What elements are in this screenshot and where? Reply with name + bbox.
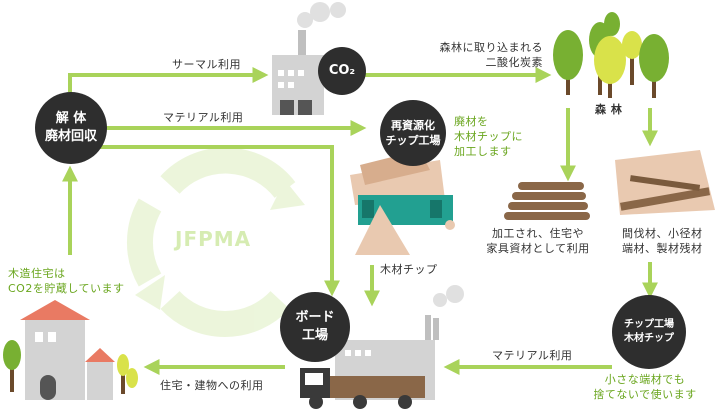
small-scraps-label: 小さな端材でも 捨てないで使います (593, 373, 697, 401)
demolition-label: 解 体 廃材回収 (44, 111, 97, 144)
forest-trees-icon (553, 12, 669, 98)
arrow-to-board (100, 145, 340, 297)
chip-plant-node: チップ工場 木材チップ (612, 295, 686, 369)
housing-use-label: 住宅・建物への利用 (160, 379, 264, 392)
timber-stack-icon (504, 182, 590, 220)
recycle-plant-label: 再資源化 チップ工場 (385, 119, 441, 147)
forest-label: 森 林 (595, 103, 623, 116)
arrow-thermal (68, 67, 269, 92)
thinned-timber-label: 間伐材、小径材 端材、製材残材 (622, 227, 703, 255)
board-plant-node: ボード 工場 (280, 292, 350, 362)
recycle-logo-icon (127, 147, 305, 337)
thermal-use-label: サーマル利用 (172, 58, 241, 71)
thermal-factory-icon (272, 2, 346, 115)
truck-icon (300, 368, 425, 409)
recycle-note-label: 廃材を 木材チップに 加工します (454, 115, 523, 158)
demolition-node: 解 体 廃材回収 (35, 92, 107, 164)
co2-node: CO₂ (318, 47, 366, 95)
processed-timber-label: 加工され、住宅や 家具資材として利用 (486, 227, 590, 255)
chip-plant-label: チップ工場 木材チップ (624, 319, 674, 344)
recycle-plant-icon (350, 150, 455, 255)
store-co2-label: 木造住宅は CO2を貯蔵しています (8, 267, 125, 295)
board-plant-label: ボード 工場 (295, 310, 335, 343)
forest-absorb-label: 森林に取り込まれる 二酸化炭素 (439, 41, 543, 69)
house-icon (3, 300, 138, 400)
material-use-top-label: マテリアル利用 (163, 111, 244, 124)
thinned-timber-icon (615, 150, 715, 215)
material-use-bottom-label: マテリアル利用 (492, 349, 573, 362)
co2-label: CO₂ (328, 63, 356, 78)
flow-arrows (62, 67, 658, 375)
wood-chip-label: 木材チップ (380, 263, 438, 276)
logo-text: JFPMA (175, 227, 252, 251)
recycle-plant-node: 再資源化 チップ工場 (380, 100, 446, 166)
